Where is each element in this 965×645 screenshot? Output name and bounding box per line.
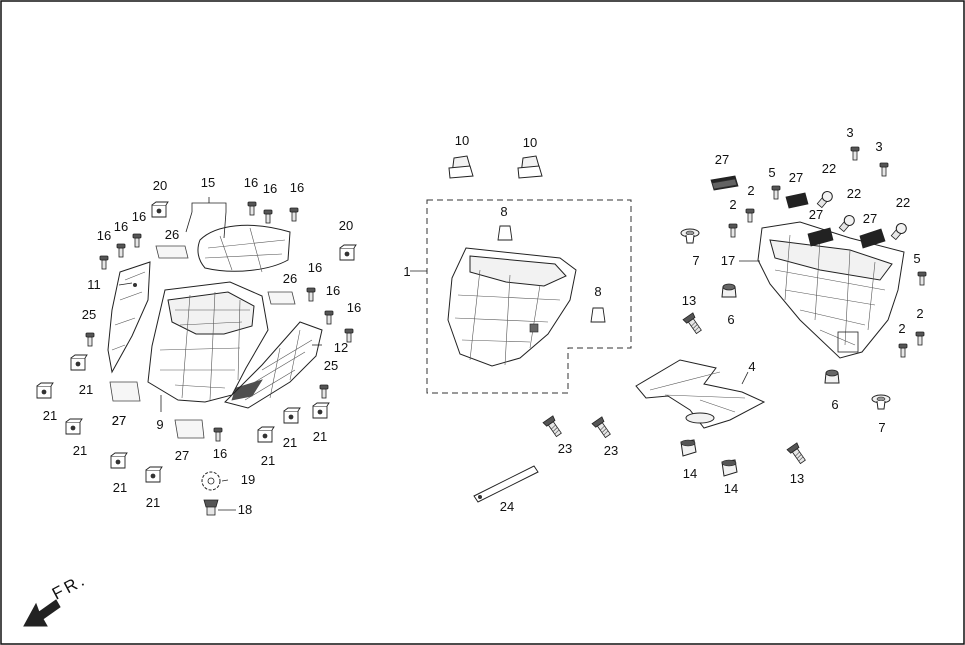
center-bolts bbox=[542, 415, 614, 440]
callout-c6a: 6 bbox=[727, 312, 734, 327]
left-side-panel bbox=[107, 261, 151, 374]
callout-c20a: 20 bbox=[153, 178, 167, 193]
cable-strap bbox=[473, 465, 539, 503]
callout-c16g: 16 bbox=[308, 260, 322, 275]
headlight-group-box bbox=[426, 199, 632, 394]
callout-c27c: 27 bbox=[809, 207, 823, 222]
windscreen bbox=[197, 224, 291, 273]
callout-c23b: 23 bbox=[604, 443, 618, 458]
callout-c7a: 7 bbox=[692, 253, 699, 268]
star-washer bbox=[201, 471, 221, 491]
callout-c27b: 27 bbox=[789, 170, 803, 185]
callout-c27f: 27 bbox=[175, 448, 189, 463]
callout-c6b: 6 bbox=[831, 397, 838, 412]
callout-c27a: 27 bbox=[715, 152, 729, 167]
callout-c2a: 2 bbox=[729, 197, 736, 212]
headlight-unit bbox=[447, 247, 577, 367]
pads-right bbox=[710, 175, 886, 249]
callout-c4: 4 bbox=[748, 359, 755, 374]
callout-c26a: 26 bbox=[165, 227, 179, 242]
callout-c1: 1 bbox=[403, 264, 410, 279]
callout-c10a: 10 bbox=[455, 133, 469, 148]
callout-c5b: 5 bbox=[913, 251, 920, 266]
callout-c21d: 21 bbox=[113, 480, 127, 495]
leader-lines bbox=[118, 260, 760, 511]
callout-c26b: 26 bbox=[283, 271, 297, 286]
callout-c27d: 27 bbox=[863, 211, 877, 226]
mount-bolt bbox=[203, 499, 219, 516]
rubber-mounts bbox=[680, 439, 738, 477]
callout-c3b: 3 bbox=[875, 139, 882, 154]
shoulder-bolts bbox=[816, 190, 907, 241]
callout-c19: 19 bbox=[241, 472, 255, 487]
callout-c15: 15 bbox=[201, 175, 215, 190]
callout-c16c: 16 bbox=[132, 209, 146, 224]
callout-c25a: 25 bbox=[82, 307, 96, 322]
callout-c16e: 16 bbox=[263, 181, 277, 196]
callout-c3a: 3 bbox=[846, 125, 853, 140]
callout-c23a: 23 bbox=[558, 441, 572, 456]
callout-c16d: 16 bbox=[244, 175, 258, 190]
headlight-clips bbox=[497, 225, 606, 323]
callout-c24: 24 bbox=[500, 499, 514, 514]
callout-c11: 11 bbox=[87, 277, 101, 292]
callout-c7b: 7 bbox=[878, 420, 885, 435]
bracket-plate bbox=[635, 359, 766, 429]
callout-c18: 18 bbox=[238, 502, 252, 517]
callout-c21f: 21 bbox=[261, 453, 275, 468]
callout-c22a: 22 bbox=[822, 161, 836, 176]
callout-c5a: 5 bbox=[768, 165, 775, 180]
callout-c13a: 13 bbox=[682, 293, 696, 308]
callout-c2d: 2 bbox=[898, 321, 905, 336]
callout-c27e: 27 bbox=[112, 413, 126, 428]
callout-c16b: 16 bbox=[114, 219, 128, 234]
callout-c17: 17 bbox=[721, 253, 735, 268]
callout-c9: 9 bbox=[156, 417, 163, 432]
inner-frame bbox=[757, 221, 905, 359]
callout-c16f: 16 bbox=[290, 180, 304, 195]
callout-c2c: 2 bbox=[916, 306, 923, 321]
front-direction-arrow: FR. bbox=[23, 570, 90, 627]
callout-c25b: 25 bbox=[324, 358, 338, 373]
callout-c16j: 16 bbox=[213, 446, 227, 461]
callout-c21g: 21 bbox=[283, 435, 297, 450]
callout-c8b: 8 bbox=[594, 284, 601, 299]
callout-c13b: 13 bbox=[790, 471, 804, 486]
callout-c20b: 20 bbox=[339, 218, 353, 233]
callout-c21h: 21 bbox=[313, 429, 327, 444]
callout-c16h: 16 bbox=[326, 283, 340, 298]
callout-c14b: 14 bbox=[724, 481, 738, 496]
front-direction-label: FR. bbox=[49, 570, 90, 604]
callout-c21c: 21 bbox=[73, 443, 87, 458]
callout-c21e: 21 bbox=[146, 495, 160, 510]
callout-c14a: 14 bbox=[683, 466, 697, 481]
callout-c16i: 16 bbox=[347, 300, 361, 315]
pads-left bbox=[109, 245, 296, 439]
rubber-caps bbox=[448, 155, 543, 179]
callout-c21b: 21 bbox=[79, 382, 93, 397]
callout-c27e: 27 bbox=[112, 413, 126, 428]
right-side-panel bbox=[224, 321, 323, 409]
callout-c22b: 22 bbox=[847, 186, 861, 201]
callout-c8a: 8 bbox=[500, 204, 507, 219]
callout-c10b: 10 bbox=[523, 135, 537, 150]
callout-c2b: 2 bbox=[747, 183, 754, 198]
callout-c16a: 16 bbox=[97, 228, 111, 243]
callout-c12: 12 bbox=[334, 340, 348, 355]
callout-c21a: 21 bbox=[43, 408, 57, 423]
callout-c22c: 22 bbox=[896, 195, 910, 210]
front-cover bbox=[147, 281, 269, 403]
